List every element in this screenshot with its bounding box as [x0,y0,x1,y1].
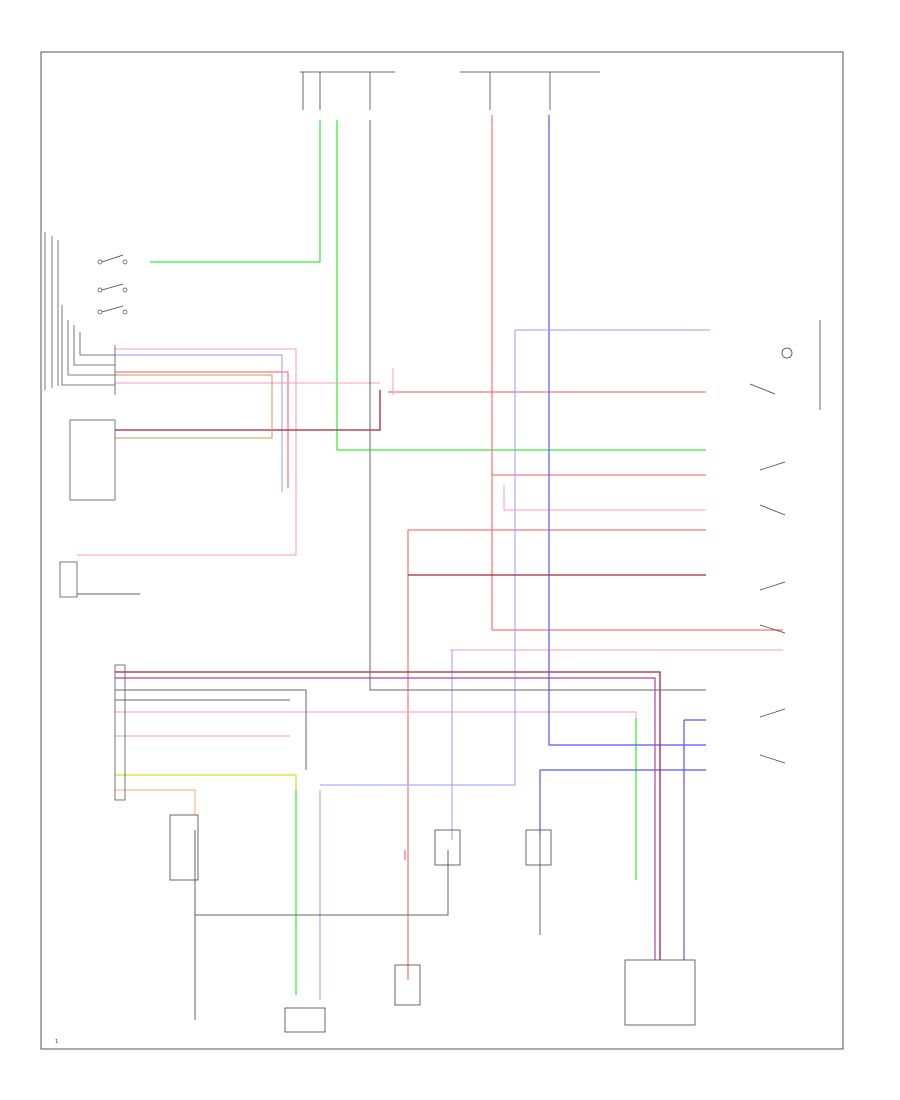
page-number: 1 [55,1039,58,1045]
wire-brown [115,374,273,439]
left-component-boxes [59,419,126,801]
top-fuse-block [300,71,600,110]
wire-green [150,120,706,995]
wire-yellow [115,774,297,790]
left-connector-rails [44,232,116,395]
wire-purple [115,677,656,960]
bottom-components [169,814,696,1033]
wire-red [115,115,783,980]
wire-orange [115,789,196,815]
wire-pink [77,348,783,737]
wire-gray [77,120,706,1020]
wire-lightblue [115,329,710,1000]
wire-darkred [115,390,706,960]
wire-blue [539,115,706,960]
switch-symbols-left [97,254,128,315]
right-relays [749,320,821,764]
diagram-border [40,51,844,1050]
